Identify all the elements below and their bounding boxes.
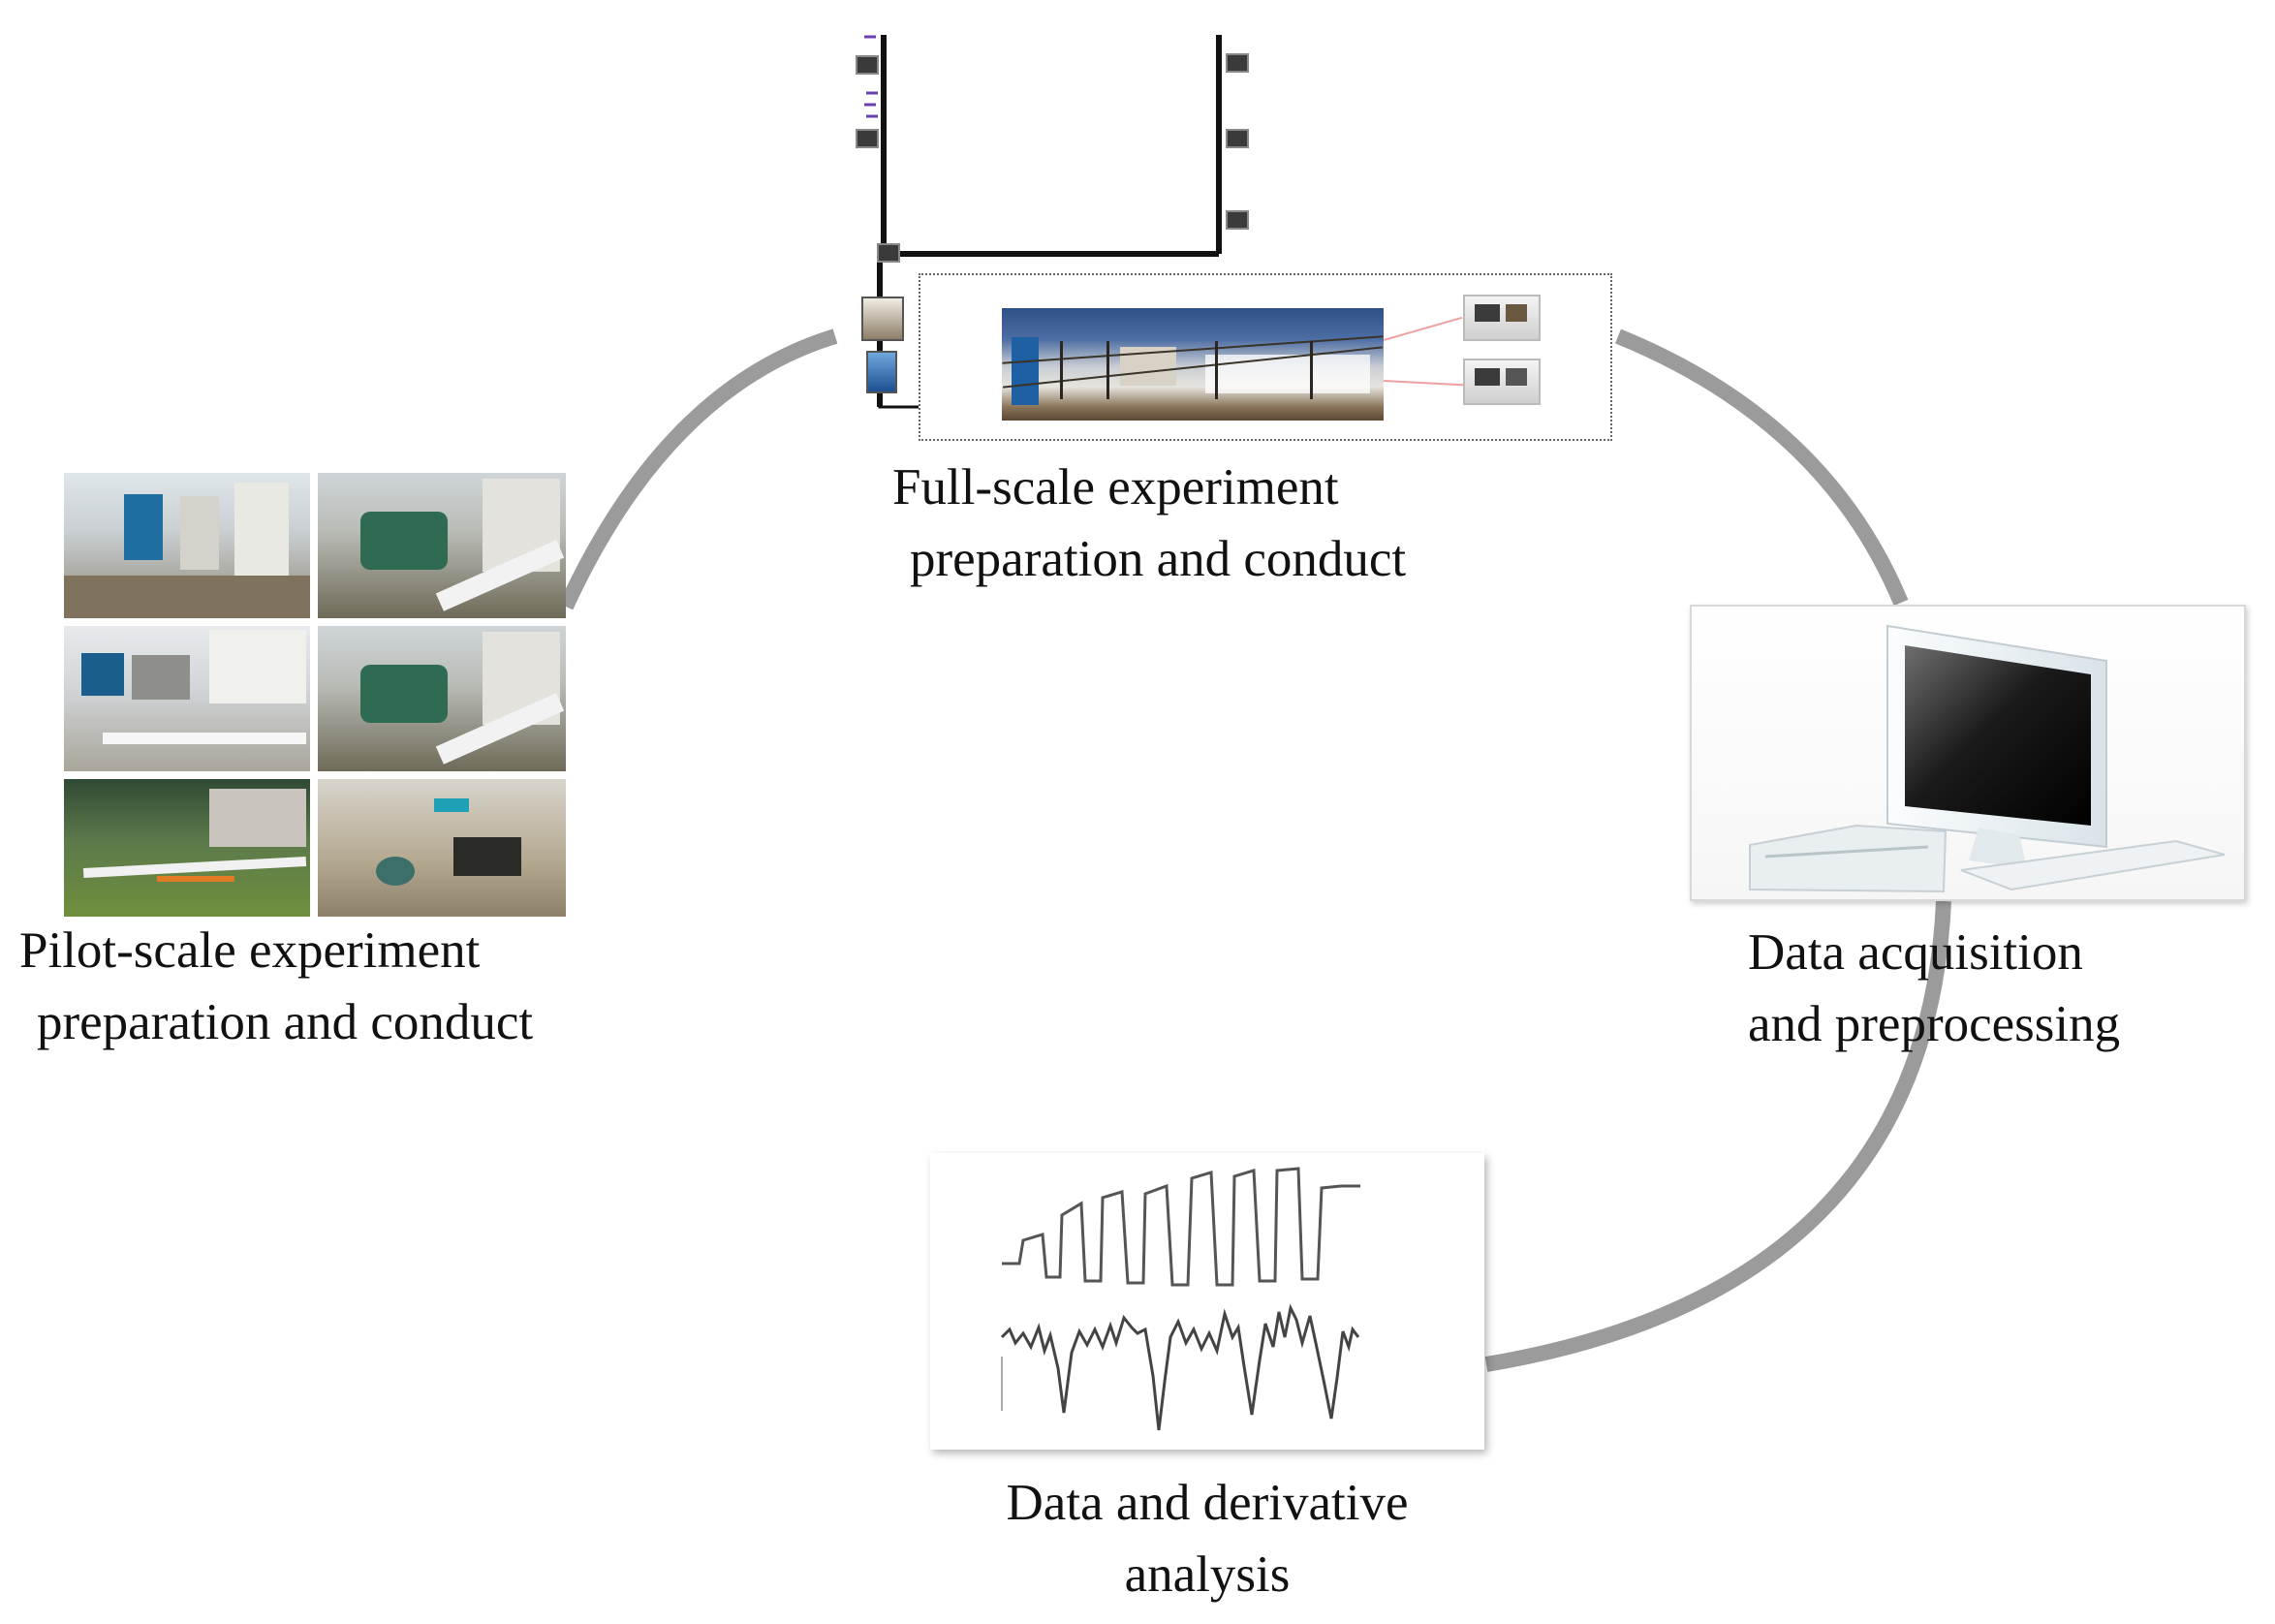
data-acquisition-caption: Data acquisition and preprocessing bbox=[1748, 917, 2120, 1060]
pilot-photo-grid bbox=[64, 473, 566, 917]
signal-trace-chart bbox=[930, 1153, 1484, 1450]
upper-signal-trace bbox=[1002, 1167, 1360, 1287]
pilot-scale-caption-line1: Pilot-scale experiment bbox=[19, 922, 481, 979]
pilot-photo-6 bbox=[318, 779, 566, 917]
arc-full-to-computer bbox=[1614, 328, 1909, 607]
pilot-photo-2 bbox=[318, 473, 566, 618]
signal-trace-graphic bbox=[1000, 1167, 1360, 1431]
pump-icon bbox=[866, 351, 897, 393]
data-acquisition-caption-line1: Data acquisition bbox=[1748, 924, 2083, 981]
arc-computer-to-chart bbox=[1484, 900, 1951, 1372]
pipe-network-illustration bbox=[856, 35, 1249, 409]
pilot-photo-4 bbox=[318, 626, 566, 771]
data-analysis-caption-line2: analysis bbox=[1124, 1546, 1291, 1603]
monitoring-instrument-icon bbox=[1463, 295, 1541, 341]
pilot-scale-caption: Pilot-scale experiment preparation and c… bbox=[19, 915, 533, 1058]
arc-pilot-to-full bbox=[558, 328, 838, 610]
pilot-photo-1 bbox=[64, 473, 310, 618]
sensor-unit-icon bbox=[861, 297, 904, 341]
full-scale-caption-line1: Full-scale experiment bbox=[892, 459, 1339, 515]
pilot-photo-5 bbox=[64, 779, 310, 917]
lower-signal-trace bbox=[1000, 1303, 1360, 1431]
data-analysis-caption-line1: Data and derivative bbox=[1006, 1475, 1409, 1531]
pilot-scale-caption-line2: preparation and conduct bbox=[37, 994, 534, 1050]
desktop-computer-illustration bbox=[1690, 605, 2246, 901]
data-acquisition-caption-line2: and preprocessing bbox=[1748, 996, 2121, 1052]
data-logger-icon bbox=[1463, 359, 1541, 405]
data-analysis-caption: Data and derivative analysis bbox=[955, 1467, 1459, 1610]
pilot-photo-3 bbox=[64, 626, 310, 771]
full-scale-caption: Full-scale experiment preparation and co… bbox=[892, 452, 1406, 595]
full-scale-caption-line2: preparation and conduct bbox=[910, 531, 1407, 587]
field-site-photo bbox=[1002, 308, 1384, 421]
computer-icon bbox=[1749, 624, 2226, 893]
